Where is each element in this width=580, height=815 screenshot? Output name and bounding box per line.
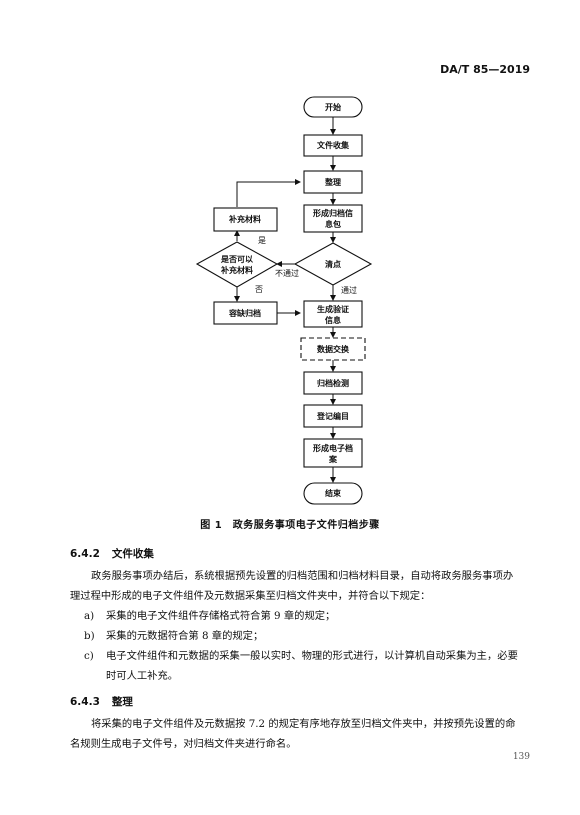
list-marker-c: c) <box>84 650 94 662</box>
section-intro-collection: 政务服务事项办结后，系统根据预先设置的归档范围和归档材料目录，自动将政务服务事项… <box>70 570 514 602</box>
node-verify <box>303 300 363 328</box>
node-form-record-label-1: 形成电子档 <box>313 443 353 453</box>
label-yes: 是 <box>258 236 266 245</box>
node-form-package-label-1: 形成归档信 <box>313 208 353 218</box>
node-can-supplement-label-2: 补充材料 <box>220 265 253 275</box>
list-text-b: 采集的元数据符合第 8 章的规定； <box>106 630 264 642</box>
list-text-a: 采集的电子文件组件存储格式符合第 9 章的规定； <box>106 610 336 622</box>
section-title: 文件收集 <box>111 548 154 560</box>
node-supplement-label: 补充材料 <box>228 214 261 224</box>
node-supplement <box>213 207 278 232</box>
label-fail: 不通过 <box>275 268 299 278</box>
node-form-package <box>303 204 363 233</box>
label-no: 否 <box>255 285 263 294</box>
page-number: 139 <box>512 752 530 762</box>
edge-supplement-organize <box>236 179 301 207</box>
node-missing-archive <box>213 301 278 325</box>
node-collect-label: 文件收集 <box>317 140 350 150</box>
node-verify-label-2: 信息 <box>325 315 341 325</box>
node-form-record-label-2: 案 <box>328 454 338 464</box>
node-check-label: 清点 <box>325 259 341 269</box>
list-item-b: b) 采集的元数据符合第 8 章的规定； <box>84 626 518 646</box>
section-title: 整理 <box>111 696 133 708</box>
node-can-supplement <box>195 241 279 288</box>
list-text-c: 电子文件组件和元数据的采集一般以实时、物理的形式进行，以计算机自动采集为主，必要… <box>106 650 518 682</box>
list-item-a: a) 采集的电子文件组件存储格式符合第 9 章的规定； <box>84 606 518 626</box>
standard-code: DA/T 85—2019 <box>440 63 530 76</box>
flowchart: 开始 文件收集 整理 形成归档信 息包 清点 补充材料 是否可以 补充材料 容缺… <box>195 96 373 505</box>
node-start-label: 开始 <box>325 102 341 112</box>
node-register-label: 登记编目 <box>316 411 349 421</box>
node-form-record <box>303 438 363 468</box>
section-intro-organize: 将采集的电子文件组件及元数据按 7.2 的规定有序地存放至归档文件夹中，并按预先… <box>70 718 516 750</box>
list-marker-a: a) <box>84 610 95 622</box>
node-start <box>303 96 363 118</box>
node-missing-label: 容缺归档 <box>228 308 261 318</box>
node-verify-label-1: 生成验证 <box>317 304 349 314</box>
node-check <box>293 242 373 286</box>
node-organize <box>303 170 363 194</box>
node-form-package-label-2: 息包 <box>325 219 341 229</box>
label-pass: 通过 <box>341 285 357 295</box>
node-register <box>303 404 363 428</box>
section-heading-file-collection: 6.4.2 文件收集 <box>70 546 154 561</box>
node-archive-detect <box>303 371 363 395</box>
node-detect-label: 归档检测 <box>317 378 349 388</box>
figure-caption: 图 1 政务服务事项电子文件归档步骤 <box>200 520 380 531</box>
section-number: 6.4.3 <box>70 696 100 708</box>
node-collect <box>303 134 363 157</box>
node-exchange-label: 数据交换 <box>317 344 350 354</box>
list-marker-b: b) <box>84 630 95 642</box>
node-organize-label: 整理 <box>324 177 341 187</box>
node-data-exchange <box>300 337 366 361</box>
section-number: 6.4.2 <box>70 548 100 560</box>
list-item-c: c) 电子文件组件和元数据的采集一般以实时、物理的形式进行，以计算机自动采集为主，… <box>84 646 518 686</box>
node-end-label: 结束 <box>325 488 342 498</box>
section-heading-organize: 6.4.3 整理 <box>70 694 133 709</box>
node-end <box>303 482 363 505</box>
node-can-supplement-label-1: 是否可以 <box>220 254 253 264</box>
